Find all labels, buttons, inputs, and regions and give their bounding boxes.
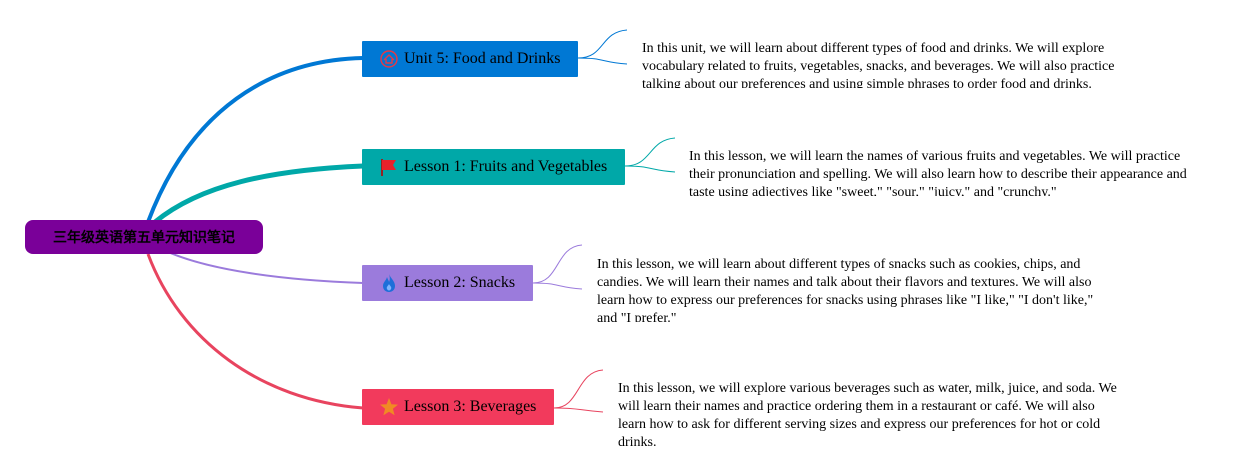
fire-icon bbox=[378, 272, 400, 294]
note-text: In this unit, we will learn about differ… bbox=[642, 41, 1115, 88]
note-unit5: In this unit, we will learn about differ… bbox=[642, 40, 1132, 88]
note-bracket-lesson2 bbox=[532, 244, 583, 290]
root-topic[interactable]: 三年级英语第五单元知识笔记 bbox=[25, 220, 263, 254]
branch-line-lesson1 bbox=[153, 163, 364, 224]
home-icon bbox=[378, 48, 400, 70]
branch-line-lesson3 bbox=[146, 253, 364, 410]
star-icon bbox=[378, 396, 400, 418]
branch-line-lesson2 bbox=[167, 251, 364, 284]
topic-lesson3[interactable]: Lesson 3: Beverages bbox=[362, 389, 554, 425]
note-lesson1: In this lesson, we will learn the names … bbox=[689, 148, 1199, 196]
topic-lesson1[interactable]: Lesson 1: Fruits and Vegetables bbox=[362, 149, 625, 185]
note-text: In this lesson, we will learn about diff… bbox=[597, 257, 1094, 322]
topic-label: Lesson 1: Fruits and Vegetables bbox=[404, 158, 608, 175]
topic-label: Lesson 2: Snacks bbox=[404, 274, 516, 291]
topic-label: Lesson 3: Beverages bbox=[404, 398, 537, 415]
topic-unit5[interactable]: Unit 5: Food and Drinks bbox=[362, 41, 578, 77]
note-bracket-lesson3 bbox=[553, 369, 604, 413]
topic-lesson2[interactable]: Lesson 2: Snacks bbox=[362, 265, 533, 301]
note-text: In this lesson, we will learn the names … bbox=[689, 149, 1187, 196]
root-title: 三年级英语第五单元知识笔记 bbox=[53, 230, 235, 246]
note-bracket-unit5 bbox=[577, 29, 628, 65]
flag-icon bbox=[378, 156, 400, 178]
note-bracket-lesson1 bbox=[624, 137, 676, 173]
note-lesson2: In this lesson, we will learn about diff… bbox=[597, 256, 1097, 322]
note-text: In this lesson, we will explore various … bbox=[618, 381, 1117, 446]
branch-line-unit5 bbox=[146, 56, 364, 223]
topic-label: Unit 5: Food and Drinks bbox=[404, 50, 561, 67]
note-lesson3: In this lesson, we will explore various … bbox=[618, 380, 1123, 446]
